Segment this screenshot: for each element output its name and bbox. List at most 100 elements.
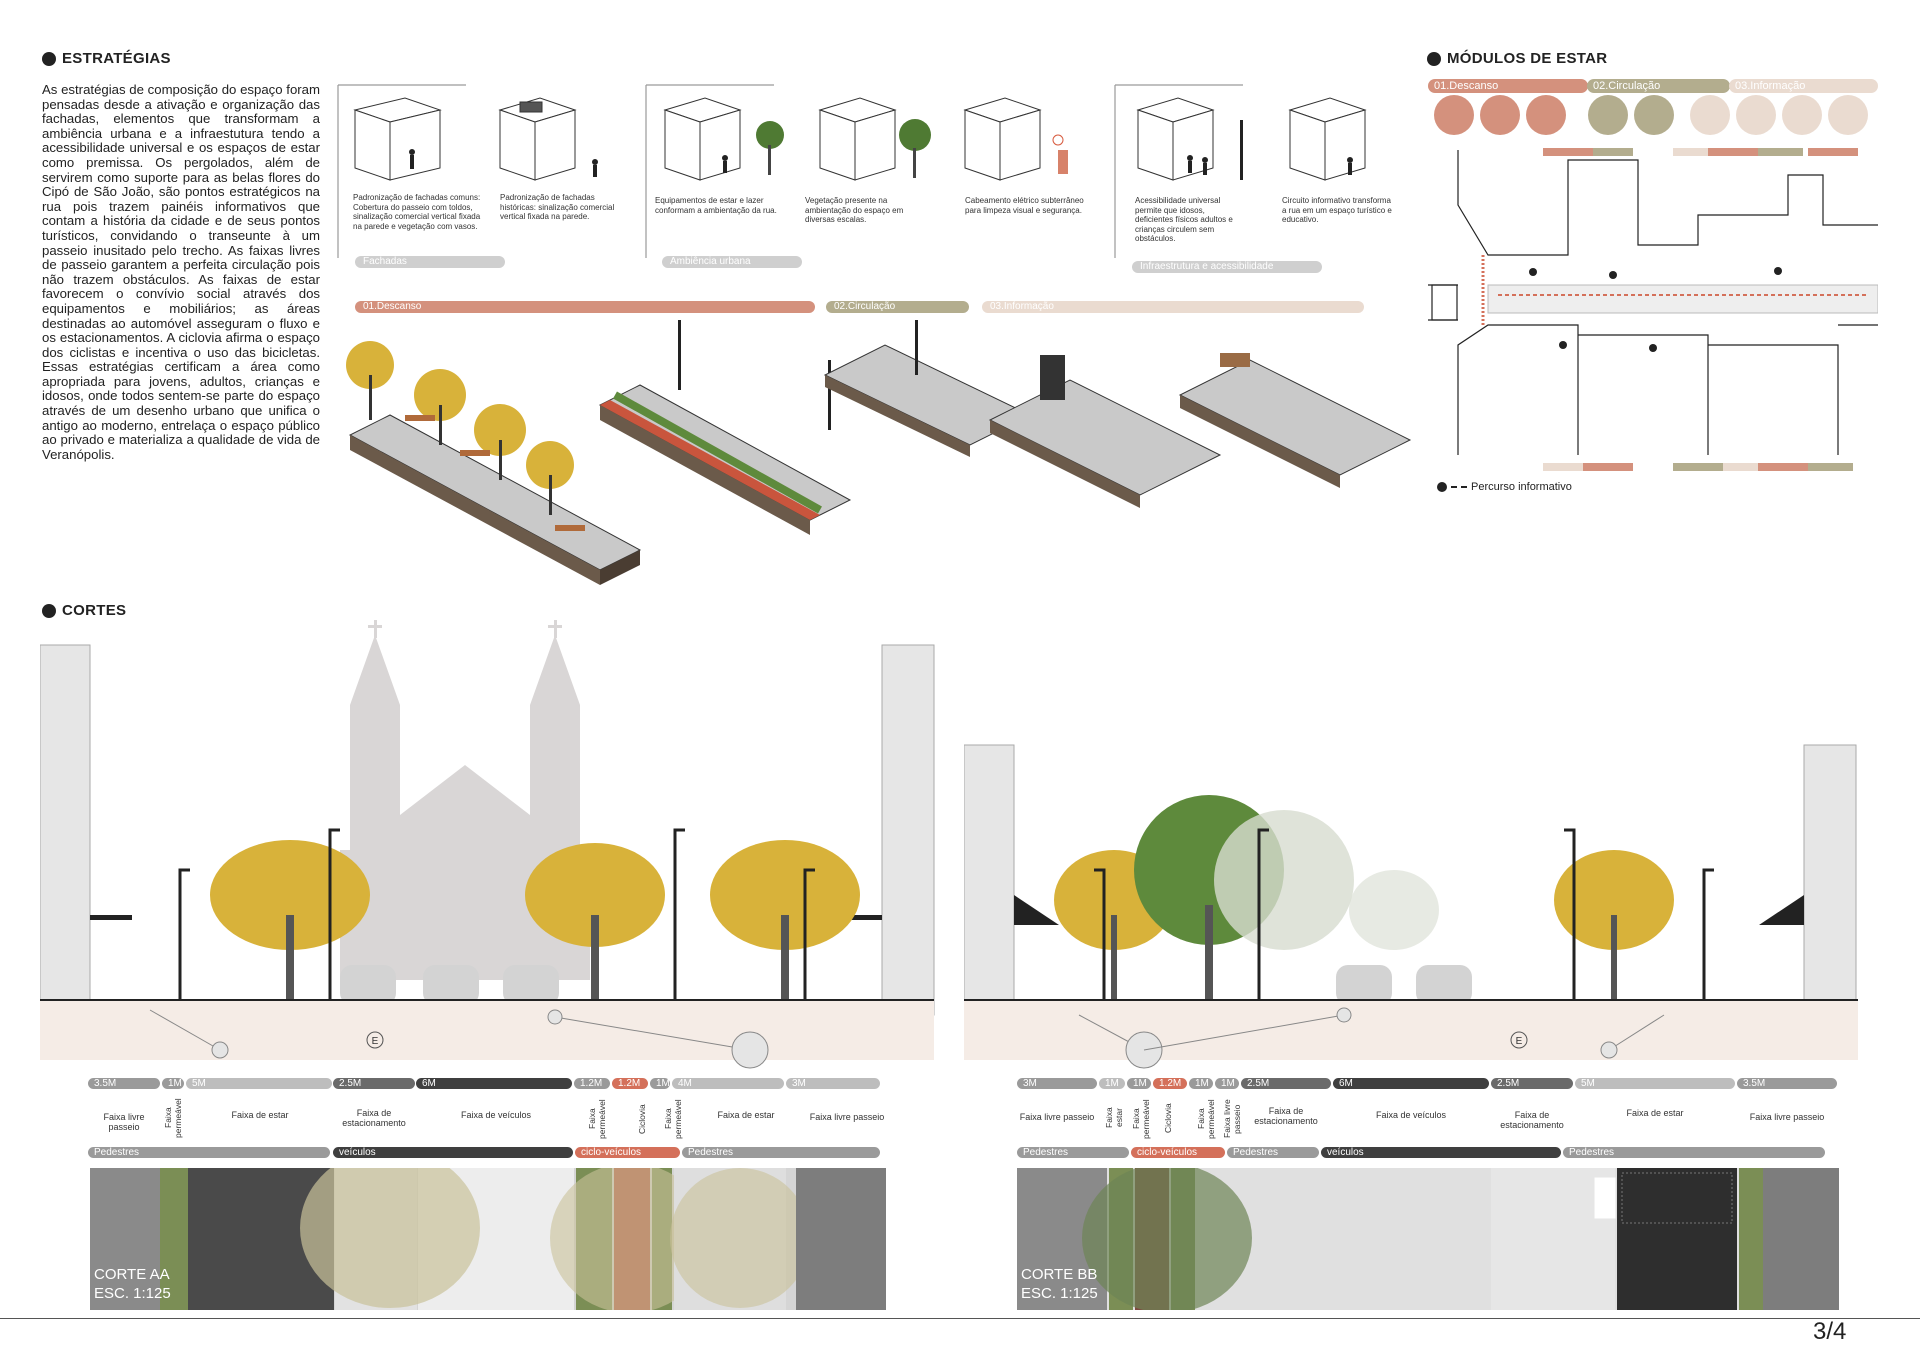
label-bb-9: Faixa de estacionamento [1500,1110,1564,1130]
building-right [881,644,935,1016]
group-bb-pedestres-2: Pedestres [1227,1147,1319,1158]
plan-bb [1017,1168,1839,1310]
trees-outline-icon [1828,95,1868,135]
dim-aa-10: 3M [786,1078,880,1089]
street-strip [1487,284,1878,314]
group-aa-veiculos: veículos [333,1147,573,1158]
label-aa-9: Faixa de estar [717,1110,775,1120]
ambiencia-frame [645,84,774,258]
group-fachadas: Fachadas [355,256,505,268]
group-infraestrutura: Infraestrutura e acessibilidade [1132,261,1322,273]
bullet-icon [42,603,56,618]
building-thumb-6 [1136,97,1215,181]
parked-cars-bb [1336,965,1472,1005]
legend-text: Percurso informativo [1471,481,1572,493]
strategy-thumbnails [337,84,1367,258]
dim-aa-5: 6M [416,1078,572,1089]
seating-icon [1434,95,1474,135]
group-ambiencia: Ambiência urbana [662,256,802,268]
label-aa-1: Faixa livre passeio [103,1112,145,1132]
west-building [1431,284,1458,321]
iso-module-ciclovia [598,320,852,535]
label-bb-11: Faixa livre passeio [1749,1112,1825,1122]
dim-bb-6: 1M [1215,1078,1239,1089]
plan-aa-title: CORTE AA [94,1266,170,1283]
dim-bb-7: 2.5M [1241,1078,1331,1089]
dim-bb-2: 1M [1099,1078,1125,1089]
label-bb-6: Faixa livre passeio [1222,1099,1242,1139]
caption-equipamentos: Equipamentos de estar e lazer conformam … [655,196,777,215]
dim-aa-8: 1M [650,1078,670,1089]
module-circulacao-strip: 02.Circulação [826,301,969,313]
label-bb-7: Faixa de estacionamento [1254,1106,1318,1126]
dim-bb-5: 1M [1189,1078,1213,1089]
footer-rule [0,1318,1920,1319]
dim-bb-10: 5M [1575,1078,1735,1089]
dim-aa-1: 3.5M [88,1078,160,1089]
ground-section-bb [964,1000,1858,1060]
label-bb-10: Faixa de estar [1626,1108,1684,1118]
label-aa-2: Faixa permeável [163,1098,183,1138]
group-aa-ciclo: ciclo-veículos [575,1147,680,1158]
caption-fachadas-comuns: Padronização de fachadas comuns: Cobertu… [353,193,481,231]
caption-vegetacao: Vegetação presente na ambientação do esp… [805,196,904,224]
caption-acessibilidade: Acessibilidade universal permite que ido… [1135,196,1233,243]
dim-aa-2: 1M [162,1078,184,1089]
parking-sign-aa: E [372,1036,379,1047]
bench-outline-icon [1782,95,1822,135]
iso-module-informacao-a [988,355,1222,508]
cut-bb-section: E [964,744,1858,1069]
church-silhouette [340,620,590,980]
south-block-outline [1457,324,1878,455]
label-bb-8: Faixa de veículos [1375,1110,1447,1120]
dim-aa-7: 1.2M [612,1078,648,1089]
dashed-line-icon [1451,486,1467,488]
plan-bb-scale: ESC. 1:125 [1021,1285,1098,1302]
infra-frame [1114,84,1243,258]
label-aa-8: Faixa permeável [663,1099,683,1139]
bullet-icon [1427,51,1441,66]
group-aa-pedestres-1: Pedestres [88,1147,330,1158]
group-bb-pedestres-1: Pedestres [1017,1147,1129,1158]
modules-section-title: MÓDULOS DE ESTAR [1427,50,1607,67]
label-bb-4: Ciclovia [1163,1103,1173,1133]
cuts-section-title: CORTES [42,602,126,619]
fachadas-frame [337,84,466,258]
building-thumb-7 [1288,97,1367,181]
dim-bb-4: 1.2M [1153,1078,1187,1089]
isometric-modules [346,320,1412,585]
strategies-section-title: ESTRATÉGIAS [42,50,171,67]
parking-sign-bb: E [1516,1036,1523,1047]
tree-icon [1526,95,1566,135]
dim-bb-8: 6M [1333,1078,1489,1089]
building-thumb-4 [818,97,897,181]
dim-bb-1: 3M [1017,1078,1097,1089]
building-left-bb [964,744,1015,1016]
tree-outline-icon [1690,95,1730,135]
dim-bb-9: 2.5M [1491,1078,1573,1089]
label-bb-2: Faixa estar [1104,1107,1124,1129]
group-bb-veiculos: veículos [1321,1147,1561,1158]
building-right-bb [1803,744,1857,1016]
cut-aa-dims: 3.5M 1M 5M 2.5M 6M 1.2M 1.2M 1M 4M 3M [88,1078,948,1090]
north-block-outline [1457,150,1878,256]
label-aa-5: Faixa de veículos [460,1110,532,1120]
dim-aa-9: 4M [672,1078,784,1089]
tab-descanso: 01.Descanso [1428,79,1588,93]
ground-section [40,1000,934,1060]
modules-title-text: MÓDULOS DE ESTAR [1447,50,1608,67]
label-bb-1: Faixa livre passeio [1019,1112,1095,1122]
strategies-title-text: ESTRATÉGIAS [62,50,171,67]
module-descanso-strip: 01.Descanso [355,301,815,313]
label-bb-5: Faixa permeável [1196,1099,1216,1139]
plan-bb-title: CORTE BB [1021,1266,1098,1283]
label-aa-7: Ciclovia [637,1104,647,1134]
dim-aa-6: 1.2M [574,1078,610,1089]
bullet-icon [42,51,56,66]
group-bb-pedestres-3: Pedestres [1563,1147,1825,1158]
page-number: 3/4 [1813,1318,1847,1345]
caption-fachadas-historicas: Padronização de fachadas históricas: sin… [500,193,615,221]
building-thumb-5 [963,97,1042,181]
dim-bb-3: 1M [1127,1078,1151,1089]
trees-bb [1054,795,1674,1015]
